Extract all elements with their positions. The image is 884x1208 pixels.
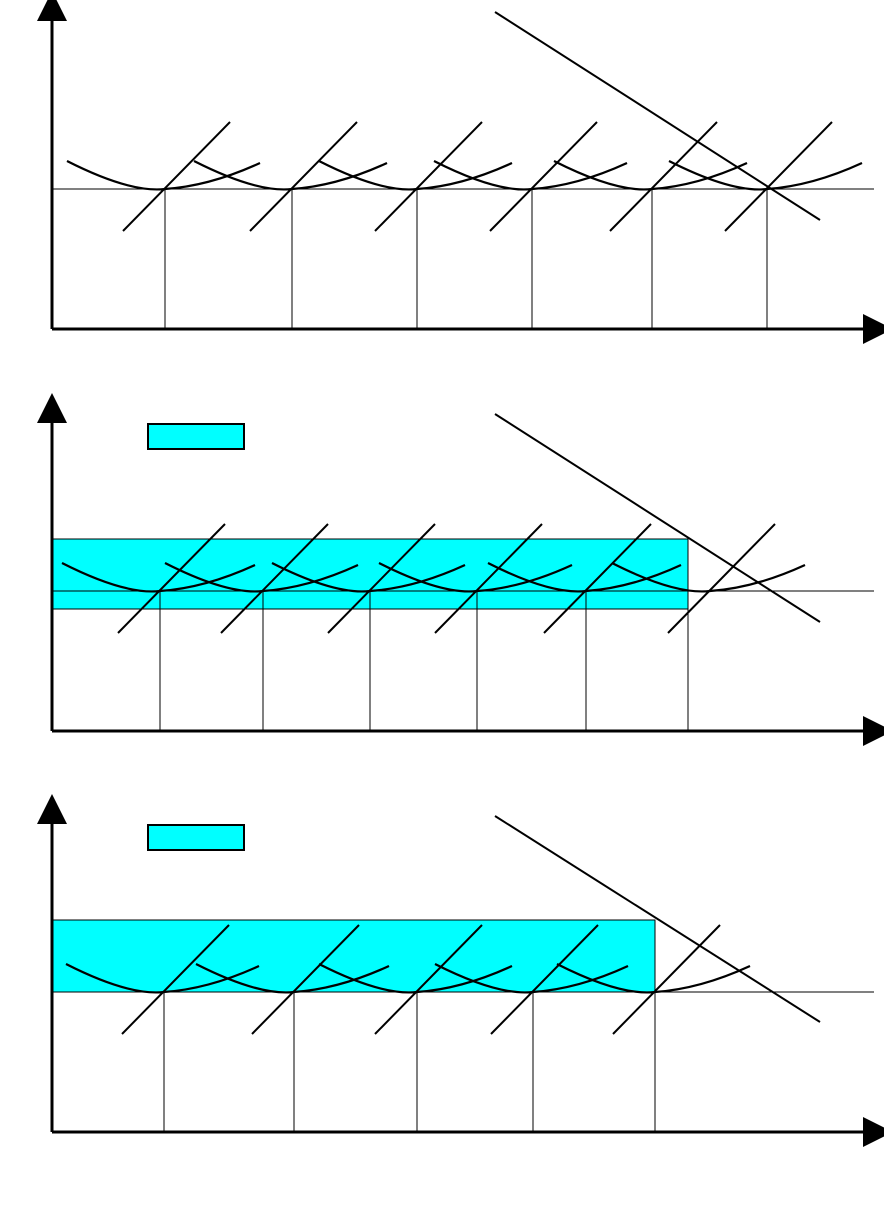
marginal-cost-line	[220, 523, 329, 634]
marginal-cost-line	[543, 523, 652, 634]
average-cost-curve	[433, 160, 628, 191]
average-cost-curve	[66, 160, 261, 191]
marginal-cost-line	[327, 523, 436, 634]
marginal-cost-line	[490, 924, 599, 1035]
marginal-cost-line	[374, 924, 483, 1035]
average-cost-curve	[193, 160, 388, 191]
demand-line	[494, 815, 821, 1023]
marginal-cost-line	[612, 924, 721, 1035]
marginal-cost-line	[249, 121, 358, 232]
legend-box	[147, 824, 245, 851]
marginal-cost-line	[667, 523, 776, 634]
marginal-cost-line	[434, 523, 543, 634]
marginal-cost-line	[489, 121, 598, 232]
marginal-cost-line	[121, 924, 230, 1035]
demand-line	[494, 11, 821, 221]
marginal-cost-line	[251, 924, 360, 1035]
marginal-cost-line	[374, 121, 483, 232]
average-cost-curve	[553, 160, 748, 191]
average-cost-curve	[318, 160, 513, 191]
marginal-cost-line	[609, 121, 718, 232]
legend-box	[147, 423, 245, 450]
marginal-cost-line	[724, 121, 833, 232]
marginal-cost-line	[117, 523, 226, 634]
marginal-cost-line	[122, 121, 231, 232]
demand-line	[494, 413, 821, 623]
